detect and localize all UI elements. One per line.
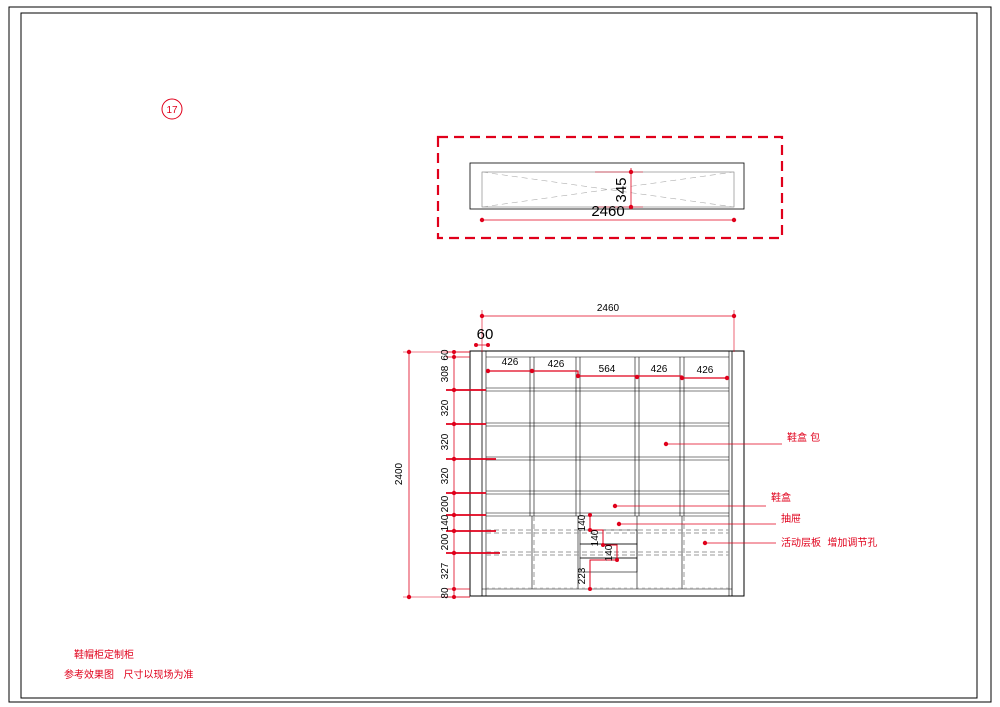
column-width-2: 426 [548,359,565,370]
plan-view: 2460 345 [436,135,784,240]
height-320-b: 320 [440,433,451,450]
dimension-overall-height: 2400 [394,349,470,600]
dimension-side-panel: 60 [474,326,493,347]
height-320-a: 320 [440,399,451,416]
column-width-4: 426 [651,364,668,375]
height-308: 308 [440,365,451,382]
height-200-a: 200 [440,495,451,512]
dimension-drawers: 140 140 140 223 [577,513,619,591]
height-327: 327 [440,562,451,579]
height-80: 80 [440,587,451,599]
drawer-height-4: 223 [577,567,588,584]
column-width-5: 426 [697,365,714,376]
column-width-1: 426 [502,357,519,368]
sheet-number: 17 [166,105,178,116]
overall-height-label: 2400 [394,462,405,485]
sheet-number-badge: 17 [161,98,183,120]
drawer-height-3: 140 [604,544,615,561]
leader-annotations: 鞋盒 包 鞋盒 抽屉 活动层板 增加调节孔 [612,431,877,549]
dimension-columns: 426 426 564 426 426 [485,357,730,381]
height-320-c: 320 [440,467,451,484]
elevation-view [469,350,745,597]
label-adjustable-shelf: 活动层板 增加调节孔 [781,536,877,549]
dimension-overall-width: 2460 [479,303,737,352]
plan-depth-label: 345 [613,177,630,202]
height-140: 140 [440,514,451,531]
title-line-2: 参考效果图 尺寸以现场为准 [64,668,194,681]
drawer-height-2: 140 [590,529,601,546]
title-line-1: 鞋帽柜定制柜 [74,648,134,661]
label-shoebox: 鞋盒 [771,491,791,504]
height-60: 60 [440,349,451,361]
title-notes: 鞋帽柜定制柜 参考效果图 尺寸以现场为准 [64,648,194,681]
plan-width-label: 2460 [591,203,624,220]
label-shoebox-bag: 鞋盒 包 [787,431,820,444]
drawer-height-1: 140 [577,514,588,531]
overall-width-label: 2460 [597,303,620,314]
height-200-b: 200 [440,533,451,550]
column-width-3: 564 [599,364,616,375]
label-drawer: 抽屉 [781,512,801,525]
sheet-border [8,6,992,703]
side-panel-label: 60 [477,326,494,343]
dimension-left-chain: 60 308 320 320 320 200 140 200 327 80 [440,349,500,599]
